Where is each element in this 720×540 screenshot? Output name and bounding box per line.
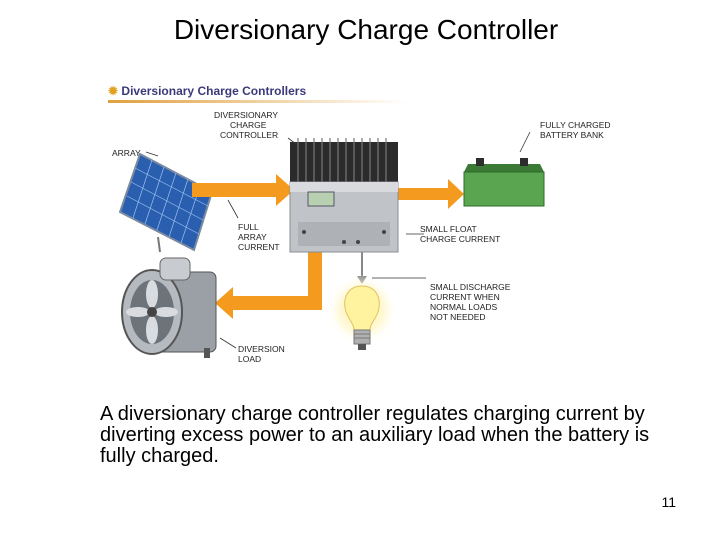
label-battery-1: FULLY CHARGED: [540, 120, 611, 130]
charge-controller-icon: [289, 138, 399, 253]
fan-icon: [121, 257, 217, 358]
battery-icon: [463, 158, 545, 207]
label-array: ARRAY: [112, 148, 141, 158]
label-float-current-2: CHARGE CURRENT: [420, 234, 500, 244]
label-controller-3: CONTROLLER: [220, 130, 278, 140]
figure-header: ✹ Diversionary Charge Controllers: [108, 84, 306, 98]
slide-title: Diversionary Charge Controller: [173, 14, 559, 45]
label-controller-1: DIVERSIONARY: [214, 110, 278, 120]
label-controller-2: CHARGE: [230, 120, 267, 130]
slide-caption: A diversionary charge controller regulat…: [100, 403, 650, 467]
label-discharge-3: NORMAL LOADS: [430, 302, 498, 312]
current-flow-arrows: [192, 174, 464, 319]
solar-panel-icon: [118, 152, 214, 253]
label-full-current-1: FULL: [238, 222, 259, 232]
light-bulb-icon: [326, 274, 398, 350]
label-discharge-1: SMALL DISCHARGE: [430, 282, 511, 292]
label-discharge-2: CURRENT WHEN: [430, 292, 500, 302]
diagram-figure: ARRAY DIVERSIONARY CHARGE CONTROLLER FUL…: [100, 72, 640, 384]
label-diversion-2: LOAD: [238, 354, 261, 364]
label-battery-2: BATTERY BANK: [540, 130, 604, 140]
label-diversion-1: DIVERSION: [238, 344, 285, 354]
leader-lines: [145, 131, 531, 349]
label-float-current-1: SMALL FLOAT: [420, 224, 477, 234]
diagram-svg: ARRAY DIVERSIONARY CHARGE CONTROLLER FUL…: [108, 100, 611, 364]
sun-icon: ✹: [108, 84, 119, 98]
figure-header-text: Diversionary Charge Controllers: [121, 84, 307, 98]
label-discharge-4: NOT NEEDED: [430, 312, 486, 322]
header-underline: [108, 100, 408, 103]
page-number: 11: [661, 494, 676, 510]
label-full-current-3: CURRENT: [238, 242, 280, 252]
label-full-current-2: ARRAY: [238, 232, 267, 242]
